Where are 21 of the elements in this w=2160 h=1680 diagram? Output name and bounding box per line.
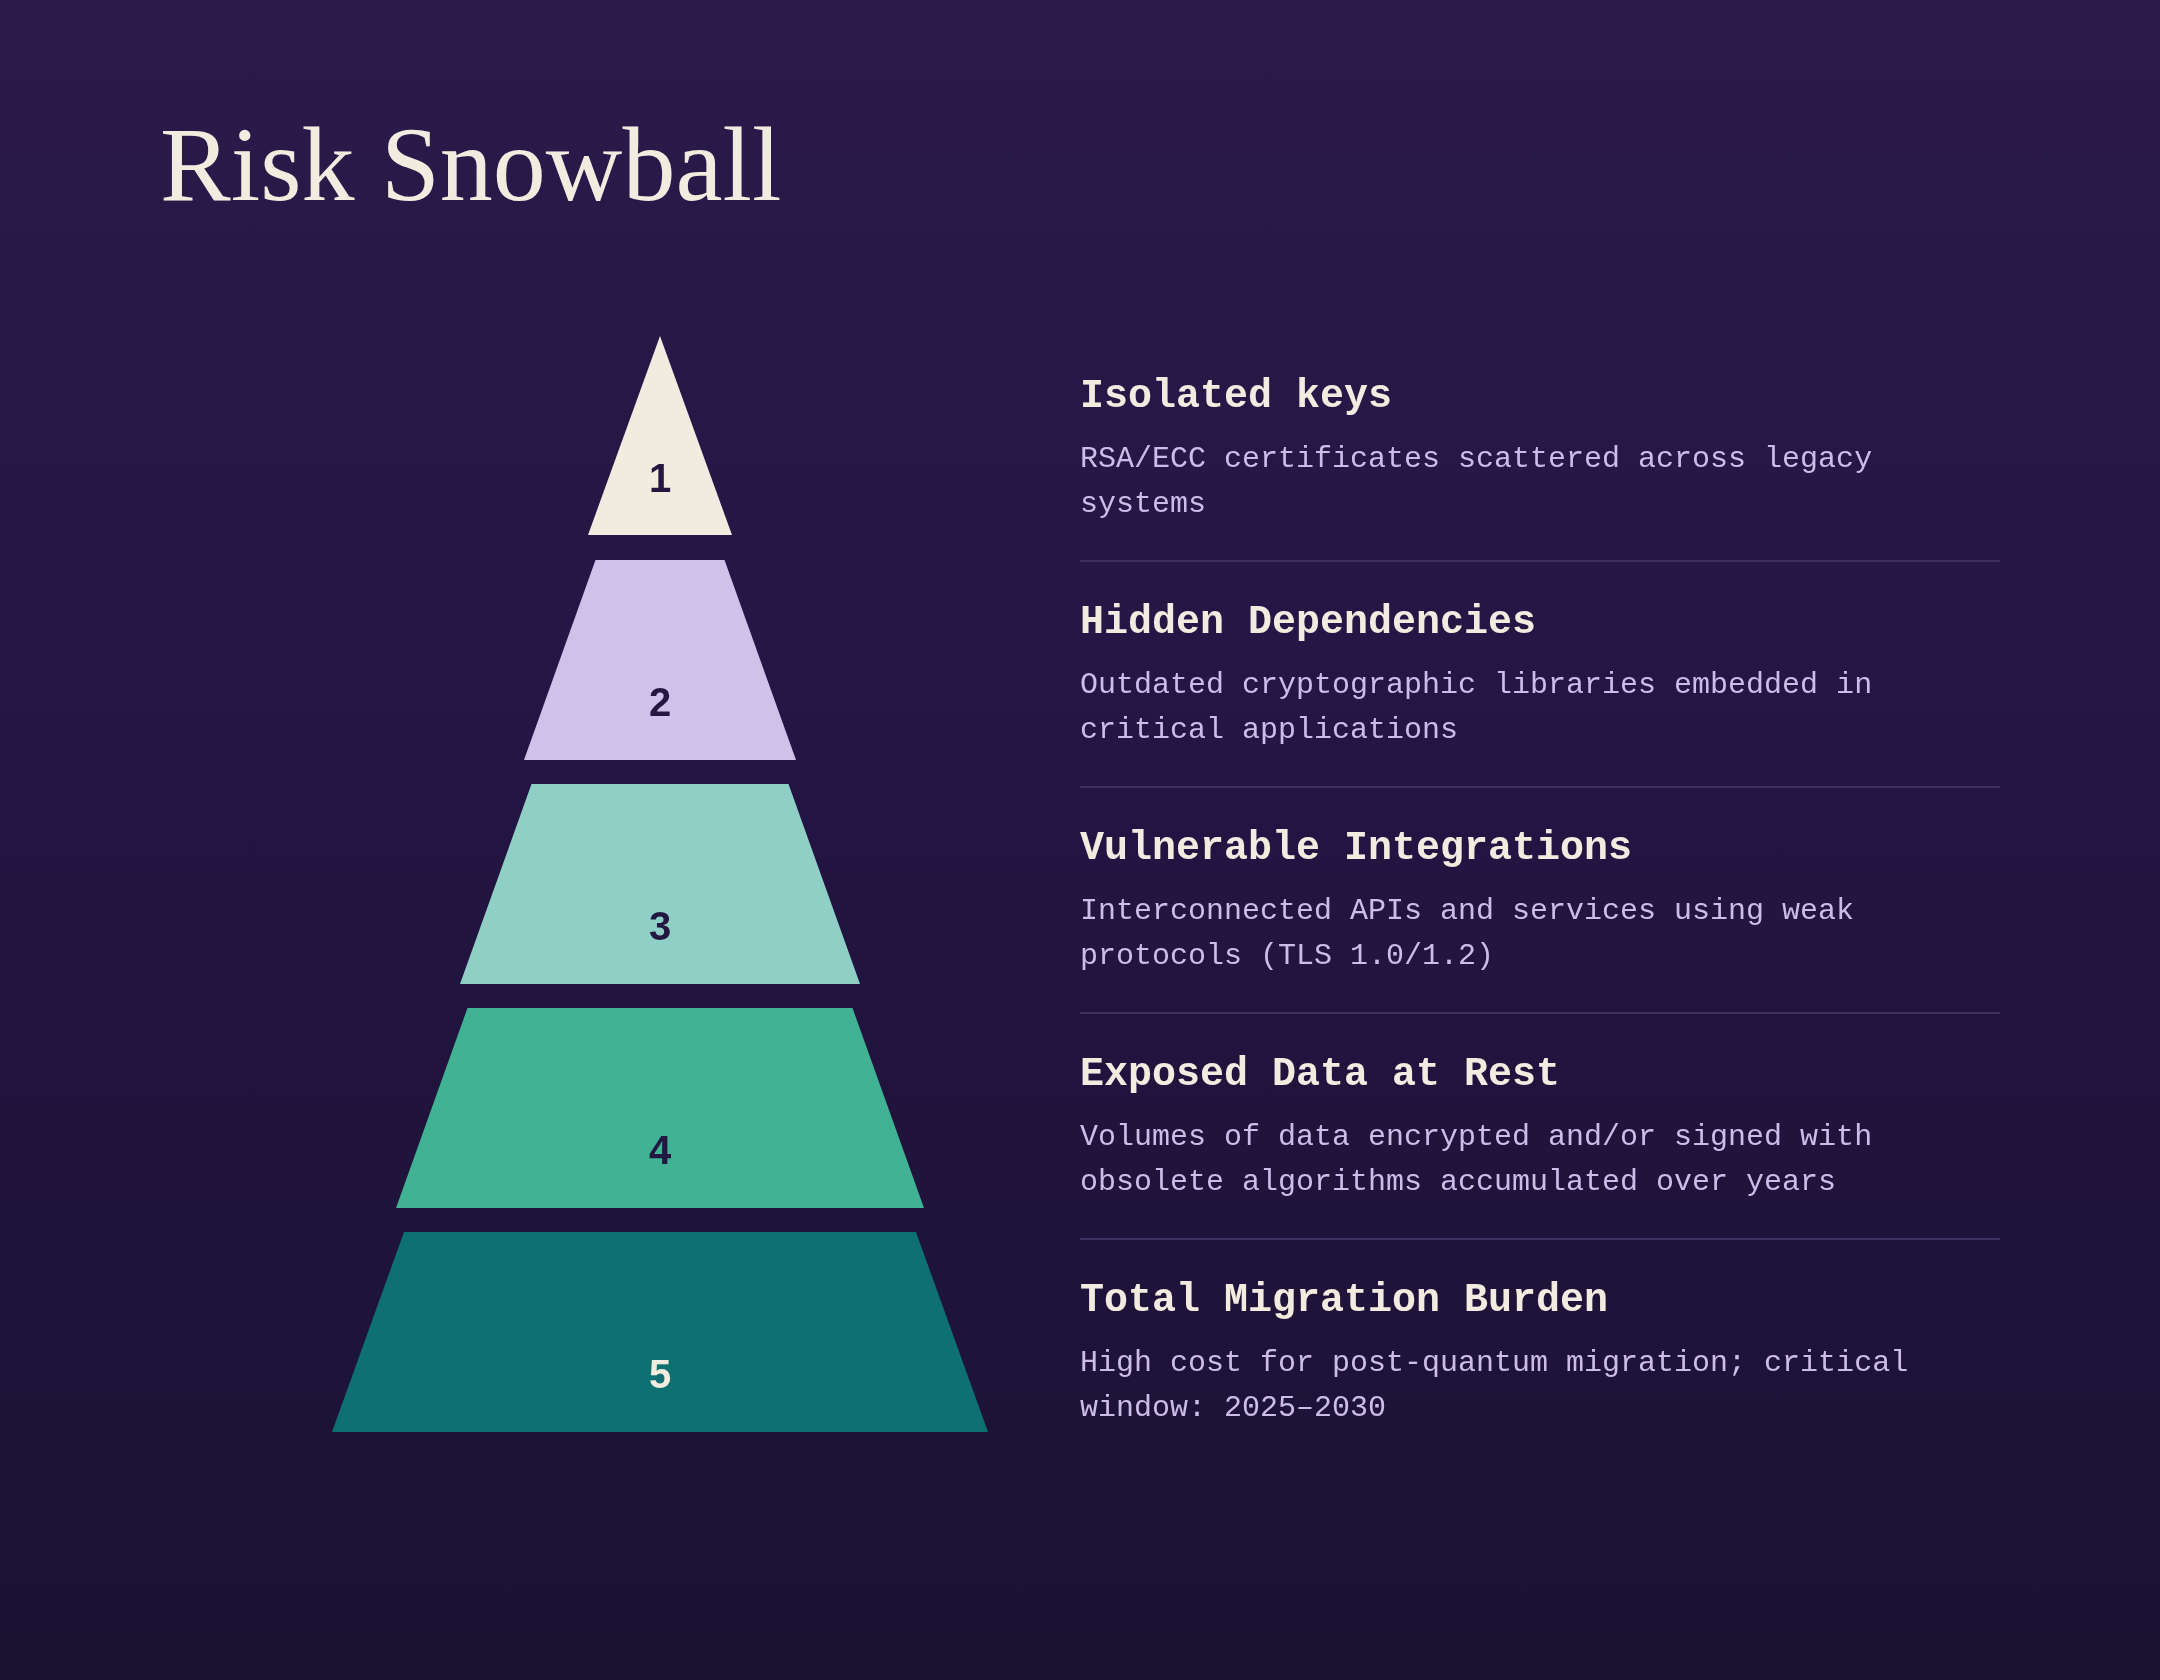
pyramid-tier — [460, 784, 860, 984]
tier-description: High cost for post-quantum migration; critical window: 2025–2030 — [1080, 1345, 1910, 1427]
tier-heading: Vulnerable Integrations — [1080, 825, 1633, 873]
tier-description: Outdated cryptographic libraries embedded in critical applications — [1080, 667, 1874, 749]
pyramid-tier — [332, 1232, 988, 1432]
tier-description: RSA/ECC certificates scattered across legacy systems — [1080, 441, 1874, 523]
pyramid-tier — [396, 1008, 924, 1208]
tier-number: 4 — [648, 1127, 672, 1173]
tier-number: 1 — [648, 455, 672, 501]
pyramid-tier — [588, 336, 732, 535]
tier-heading: Exposed Data at Rest — [1080, 1051, 1561, 1099]
tier-number: 3 — [648, 903, 672, 949]
tier-heading: Total Migration Burden — [1080, 1277, 1609, 1325]
tier-heading: Hidden Dependencies — [1080, 599, 1537, 647]
pyramid-tier — [524, 560, 796, 760]
tier-number: 5 — [648, 1351, 672, 1397]
tier-description: Volumes of data encrypted and/or signed with obsolete algorithms accumulated over years — [1080, 1119, 1874, 1201]
tier-description: Interconnected APIs and services using weak protocols (TLS 1.0/1.2) — [1080, 893, 1856, 975]
tier-number: 2 — [648, 679, 672, 725]
title: Risk Snowball — [160, 105, 782, 225]
tier-heading: Isolated keys — [1080, 373, 1393, 421]
